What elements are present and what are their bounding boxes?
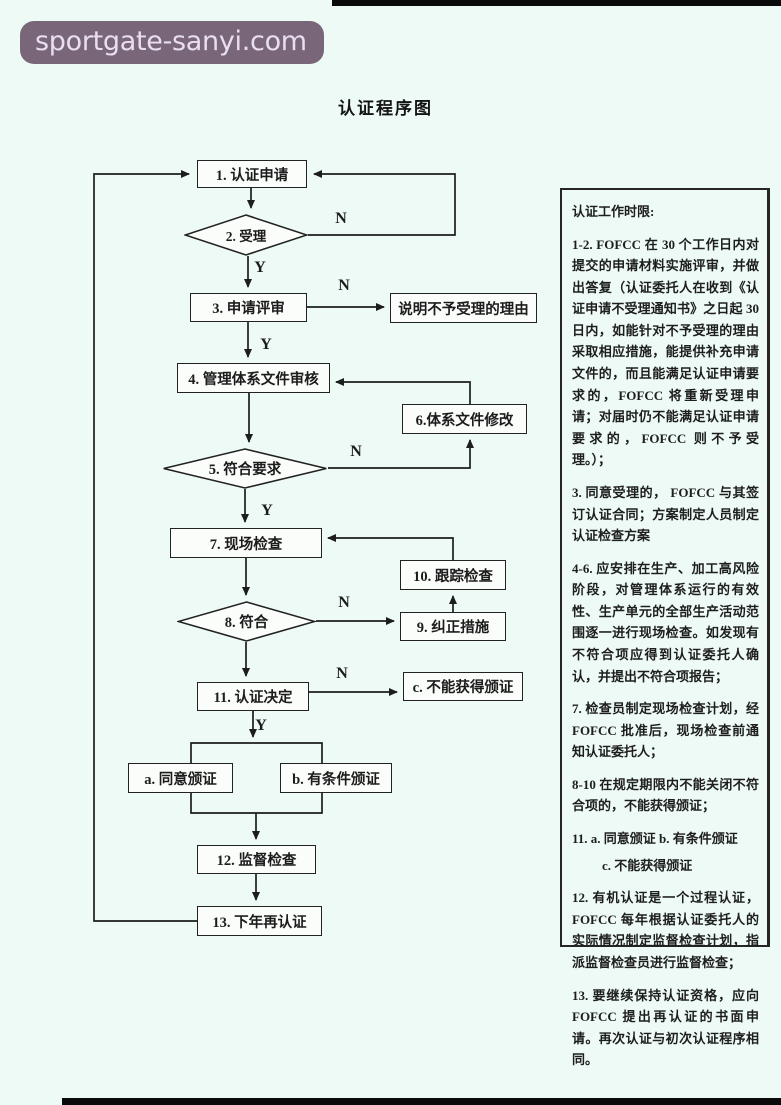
bottom-edge-bar (62, 1098, 781, 1105)
edge-label-n: N (338, 594, 350, 611)
page-title: 认证程序图 (338, 99, 433, 118)
diamond-shape (177, 601, 316, 642)
flow-node-meets-requirements-decision: 5. 符合要求 (162, 448, 328, 489)
flow-node-certification-application: 1. 认证申请 (197, 160, 307, 188)
edge-label-n: N (350, 443, 362, 460)
panel-note-8-10: 8-10 在规定期限内不能关闭不符合项的，不能获得颁证； (572, 776, 759, 814)
flow-node-conditional-certificate: b. 有条件颁证 (280, 763, 392, 793)
flow-node-certificate-approved: a. 同意颁证 (128, 763, 233, 793)
edge-label-y: Y (254, 259, 266, 276)
panel-note-11: 11. a. 同意颁证 b. 有条件颁证 (572, 831, 738, 847)
flow-node-supervision-inspection: 12. 监督检查 (197, 845, 316, 874)
diamond-shape (184, 214, 308, 256)
diamond-shape (162, 448, 328, 489)
edge-label-y: Y (261, 502, 273, 519)
flow-node-document-revision: 6.体系文件修改 (402, 404, 527, 434)
flow-node-application-review: 3. 申请评审 (190, 293, 307, 322)
panel-note-1-2: 1-2. FOFCC 在 30 个工作日内对提交的申请材料实施评审，并做出答复（… (572, 236, 759, 468)
flow-node-acceptance-decision: 2. 受理 (184, 214, 308, 256)
flow-node-certification-decision: 11. 认证决定 (197, 682, 309, 711)
panel-note-7: 7. 检查员制定现场检查计划，经 FOFCC 批准后，现场检查前通知认证委托人； (572, 701, 759, 760)
flow-node-conformity-decision: 8. 符合 (177, 601, 316, 642)
time-limit-notes-panel: 认证工作时限: 1-2. FOFCC 在 30 个工作日内对提交的申请材料实施评… (560, 188, 770, 1067)
flow-node-followup-inspection: 10. 跟踪检查 (400, 560, 506, 590)
watermark-badge: sportgate-sanyi.com (20, 21, 324, 64)
edge-label-y: Y (260, 336, 272, 353)
edge-label-y: Y (255, 717, 267, 734)
panel-note-11c: c. 不能获得颁证 (602, 857, 693, 873)
flow-node-corrective-action: 9. 纠正措施 (400, 612, 506, 641)
panel-note-4-6: 4-6. 应安排在生产、加工高风险阶段，对管理体系运行的有效性、生产单元的全部生… (572, 560, 759, 684)
flow-node-recertification-next-year: 13. 下年再认证 (197, 906, 322, 936)
flow-node-no-certificate: c. 不能获得颁证 (403, 672, 523, 701)
top-edge-bar (332, 0, 781, 6)
panel-note-12: 12. 有机认证是一个过程认证，FOFCC 每年根据认证委托人的实际情况制定监督… (572, 890, 759, 970)
flow-node-onsite-inspection: 7. 现场检查 (170, 528, 322, 558)
edge-label-n: N (336, 665, 348, 682)
flow-node-system-document-audit: 4. 管理体系文件审核 (177, 363, 330, 393)
edge-label-n: N (338, 277, 350, 294)
panel-note-3: 3. 同意受理的， FOFCC 与其签订认证合同；方案制定人员制定认证检查方案 (572, 484, 759, 544)
edge-label-n: N (335, 210, 347, 227)
flow-node-rejection-reason: 说明不予受理的理由 (390, 293, 537, 323)
panel-note-13: 13. 要继续保持认证资格，应向 FOFCC 提出再认证的书面申请。再次认证与初… (572, 987, 759, 1068)
panel-heading: 认证工作时限: (572, 204, 655, 219)
